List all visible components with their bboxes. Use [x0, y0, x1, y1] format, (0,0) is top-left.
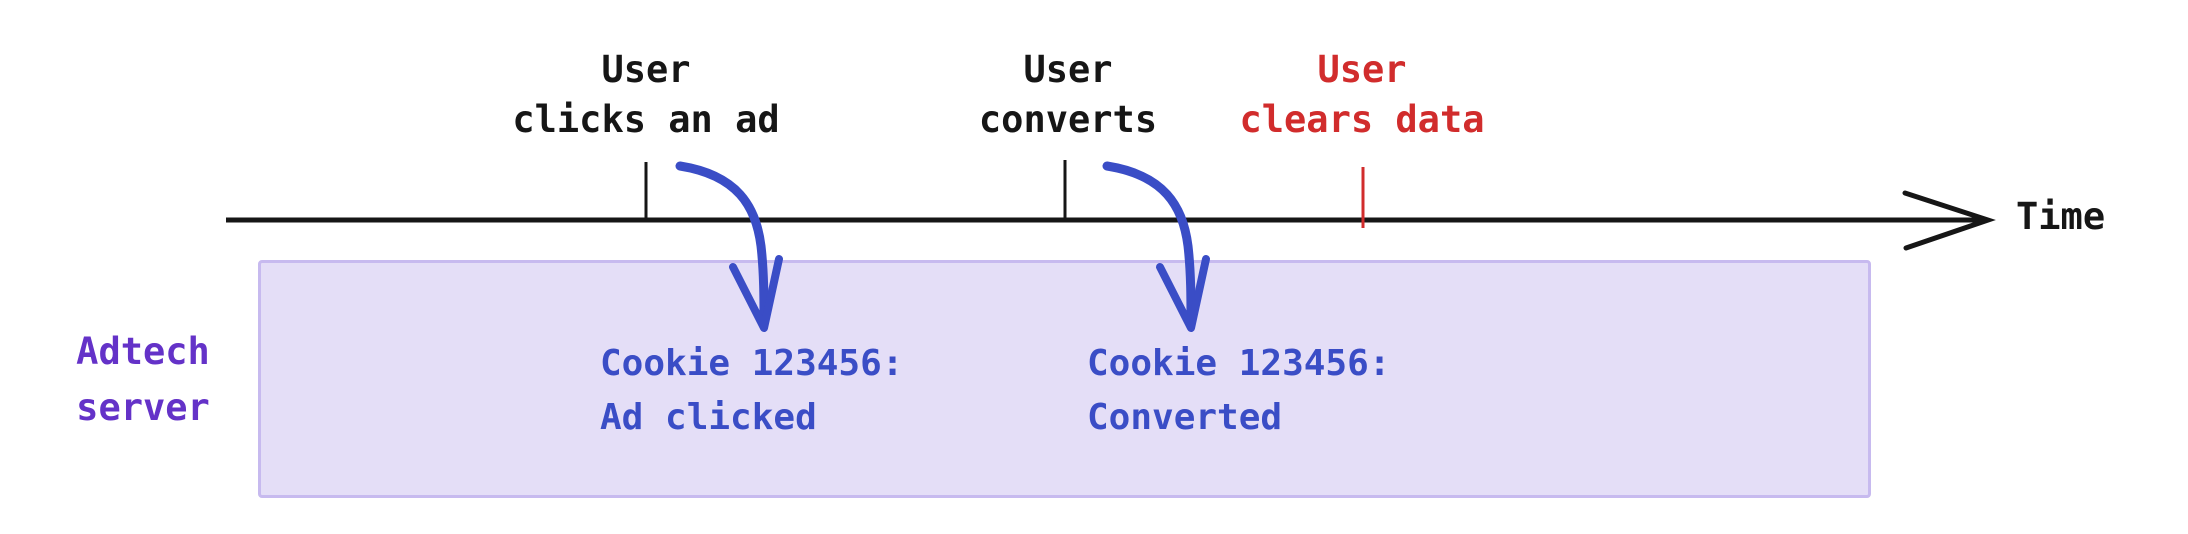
cookie-entry-ad-clicked: Cookie 123456: Ad clicked: [600, 343, 904, 438]
cookie-arrow-2-head-icon: [1156, 255, 1210, 332]
adtech-server-box: [258, 260, 1871, 498]
adtech-server-label: Adtech server: [76, 330, 210, 429]
event-label-user-clicks-ad: User clicks an ad: [512, 48, 780, 141]
cookie-arrow-1: [675, 161, 769, 327]
cookie-entry-converted: Cookie 123456: Converted: [1087, 343, 1391, 438]
timeline-arrowhead-icon: [1902, 190, 1996, 251]
cookie-arrow-1-head-icon: [729, 255, 783, 332]
time-axis-label: Time: [2016, 195, 2106, 238]
cookie-arrow-2: [1102, 161, 1196, 327]
event-label-user-clears-data: User clears data: [1239, 48, 1485, 141]
event-label-user-converts: User converts: [978, 48, 1158, 141]
